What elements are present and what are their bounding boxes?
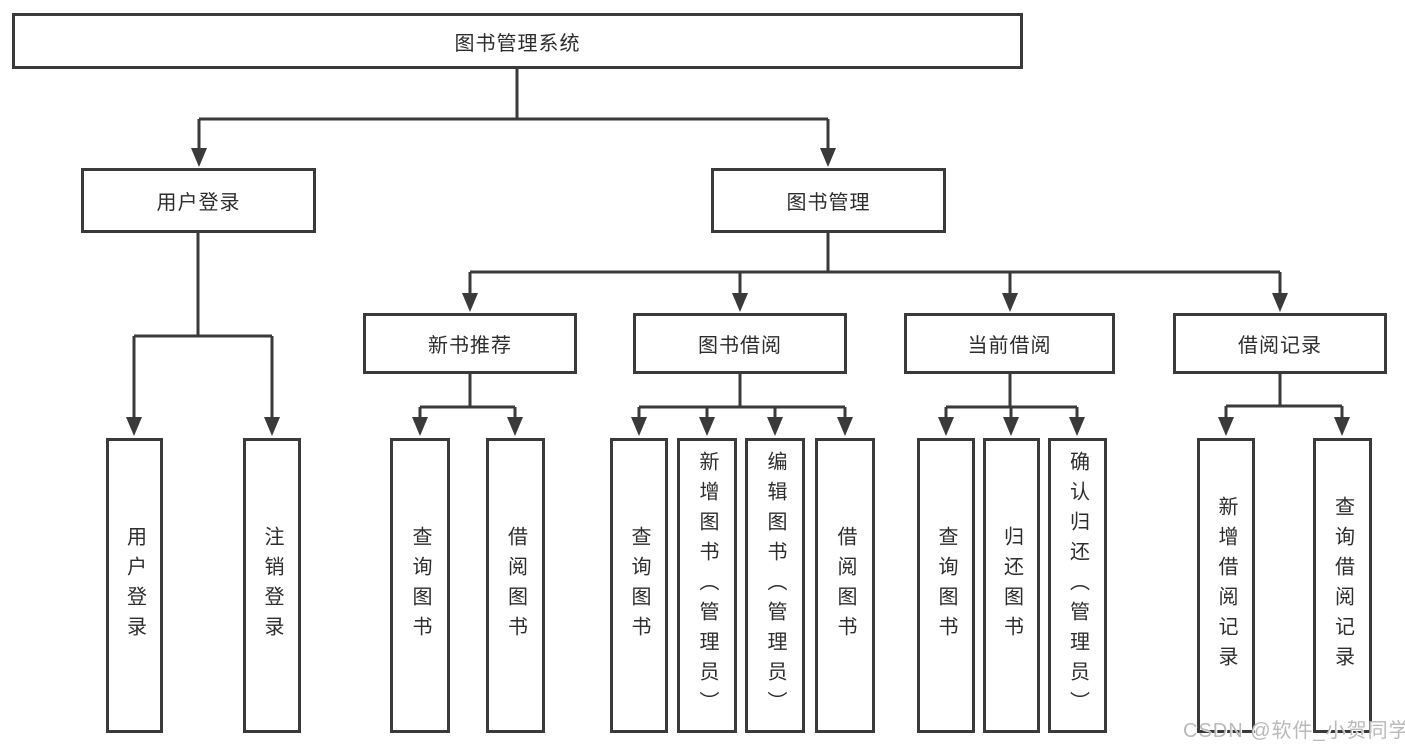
leaf-user-login-label: 用户登录	[123, 525, 146, 646]
leaf-edit-books-admin: 编辑图书（管理员）	[745, 438, 805, 733]
leaf-add-books-admin: 新增图书（管理员）	[677, 438, 737, 733]
leaf-return-books-label: 归还图书	[1000, 525, 1023, 646]
leaf-borrow-books-2: 借阅图书	[815, 438, 875, 733]
arrowheads	[126, 148, 1350, 436]
leaf-add-borrow-record: 新增借阅记录	[1197, 438, 1255, 733]
node-book-borrow-label: 图书借阅	[698, 335, 782, 357]
node-book-management: 图书管理	[711, 168, 946, 233]
node-current-borrow-label: 当前借阅	[967, 335, 1052, 357]
node-borrow-records: 借阅记录	[1173, 313, 1387, 374]
node-library-system-label: 图书管理系统	[454, 32, 581, 55]
leaf-query-books-3: 查询图书	[917, 438, 975, 733]
leaf-borrow-books-1-label: 借阅图书	[504, 525, 527, 646]
leaf-add-borrow-record-label: 新增借阅记录	[1215, 495, 1237, 676]
leaf-user-login: 用户登录	[106, 438, 163, 733]
node-new-book-recommend-label: 新书推荐	[428, 335, 512, 357]
leaf-query-borrow-record-label: 查询借阅记录	[1331, 495, 1354, 676]
leaf-borrow-books-1: 借阅图书	[486, 438, 545, 733]
leaf-return-books: 归还图书	[983, 438, 1040, 733]
node-borrow-records-label: 借阅记录	[1238, 335, 1322, 357]
leaf-borrow-books-2-label: 借阅图书	[834, 525, 856, 646]
leaf-edit-books-admin-label: 编辑图书（管理员）	[764, 450, 786, 721]
leaf-query-books-3-label: 查询图书	[935, 525, 957, 646]
leaf-add-books-admin-label: 新增图书（管理员）	[696, 450, 718, 721]
node-book-management-label: 图书管理	[786, 192, 871, 214]
node-current-borrow: 当前借阅	[904, 313, 1115, 374]
leaf-logout-label: 注销登录	[261, 525, 283, 646]
leaf-confirm-return-admin-label: 确认归还（管理员）	[1066, 450, 1089, 721]
leaf-query-books-2-label: 查询图书	[628, 525, 650, 646]
node-user-login-label: 用户登录	[156, 192, 241, 214]
node-user-login: 用户登录	[81, 168, 316, 233]
node-library-system: 图书管理系统	[12, 13, 1023, 69]
leaf-query-books-1: 查询图书	[390, 438, 450, 733]
leaf-confirm-return-admin: 确认归还（管理员）	[1048, 438, 1107, 733]
csdn-watermark: CSDN @软件_小贺同学	[1183, 720, 1405, 742]
leaf-query-borrow-record: 查询借阅记录	[1313, 438, 1372, 733]
node-new-book-recommend: 新书推荐	[363, 313, 577, 374]
leaf-query-books-1-label: 查询图书	[409, 525, 431, 646]
node-book-borrow: 图书借阅	[633, 313, 847, 374]
leaf-query-books-2: 查询图书	[610, 438, 668, 733]
leaf-logout: 注销登录	[243, 438, 301, 733]
